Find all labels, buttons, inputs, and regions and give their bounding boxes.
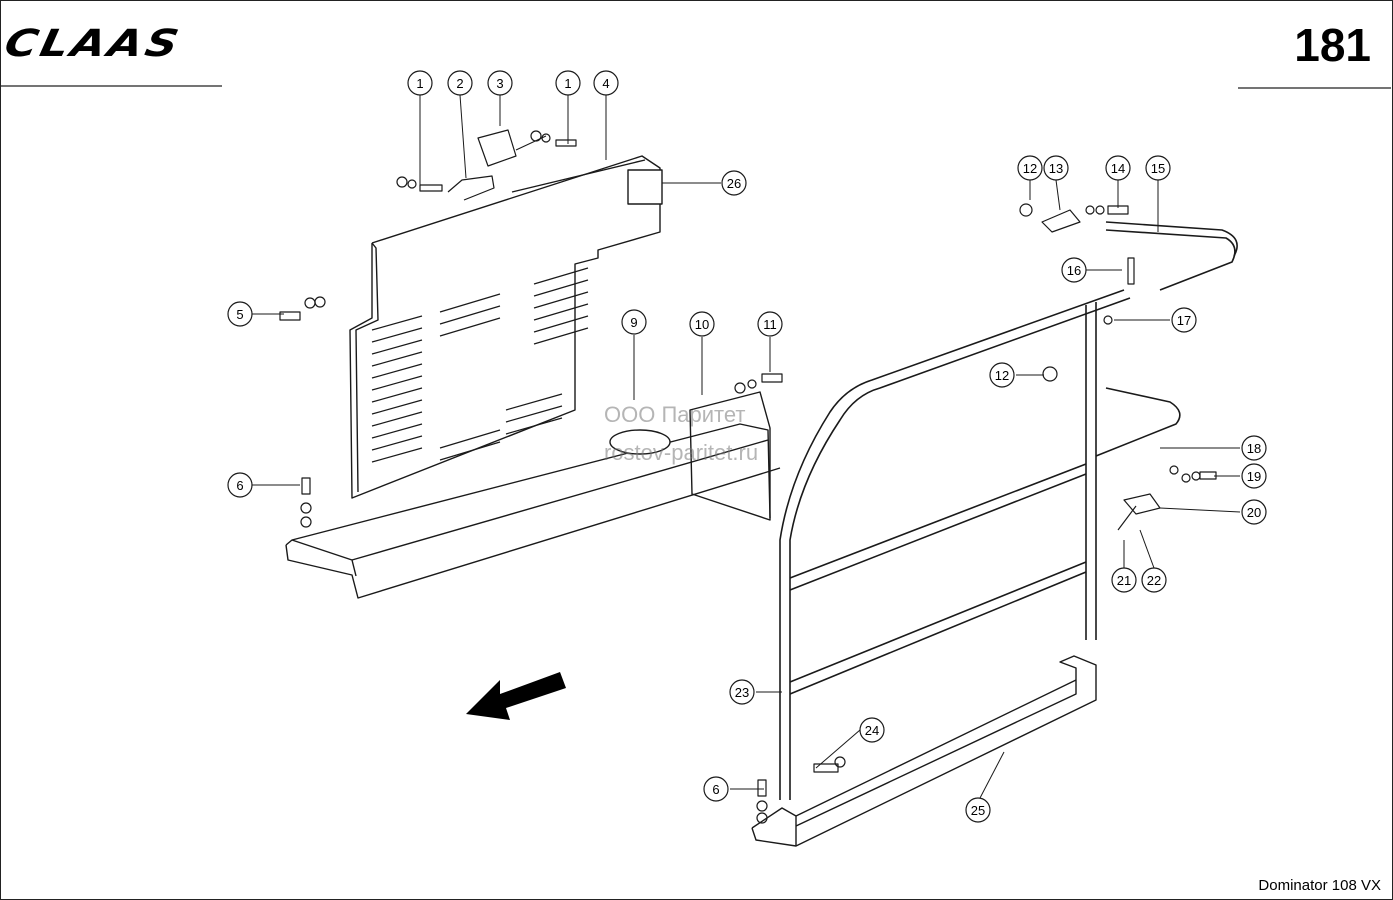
callout-22: 22	[1141, 567, 1167, 593]
leader-lines	[252, 94, 1241, 799]
svg-text:14: 14	[1111, 161, 1125, 176]
lower-rail	[751, 655, 1097, 847]
svg-text:18: 18	[1247, 441, 1261, 456]
svg-text:2: 2	[456, 76, 463, 91]
watermark-website: rostov-paritet.ru	[604, 440, 759, 465]
svg-text:1: 1	[564, 76, 571, 91]
callout-20: 20	[1241, 499, 1267, 525]
svg-text:16: 16	[1067, 263, 1081, 278]
svg-text:13: 13	[1049, 161, 1063, 176]
callout-25: 25	[965, 797, 991, 823]
callout-10: 10	[689, 311, 715, 337]
svg-text:5: 5	[236, 307, 243, 322]
svg-text:9: 9	[630, 315, 637, 330]
callout-2: 2	[447, 70, 473, 96]
callout-24: 24	[859, 717, 885, 743]
svg-text:25: 25	[971, 803, 985, 818]
page-number: 181	[1294, 19, 1371, 71]
guard-frame	[779, 221, 1238, 800]
svg-text:3: 3	[496, 76, 503, 91]
callout-11: 11	[757, 311, 783, 337]
callout-6a: 6	[227, 472, 253, 498]
callout-19: 19	[1241, 463, 1267, 489]
svg-text:6: 6	[236, 478, 243, 493]
callout-26: 26	[721, 170, 747, 196]
mounting-plate	[609, 391, 771, 521]
side-panel	[349, 155, 663, 499]
callout-23: 23	[729, 679, 755, 705]
svg-text:26: 26	[727, 176, 741, 191]
callout-14: 14	[1105, 155, 1131, 181]
callout-12a: 12	[1017, 155, 1043, 181]
svg-text:11: 11	[763, 317, 777, 332]
svg-text:23: 23	[735, 685, 749, 700]
hardware	[279, 129, 1217, 824]
arrow-icon	[466, 672, 566, 720]
callout-1b: 1	[555, 70, 581, 96]
callout-5: 5	[227, 301, 253, 327]
svg-text:22: 22	[1147, 573, 1161, 588]
svg-text:1: 1	[416, 76, 423, 91]
svg-text:10: 10	[695, 317, 709, 332]
callout-6b: 6	[703, 776, 729, 802]
svg-text:19: 19	[1247, 469, 1261, 484]
svg-text:6: 6	[712, 782, 719, 797]
svg-text:12: 12	[995, 368, 1009, 383]
callout-17: 17	[1171, 307, 1197, 333]
svg-text:17: 17	[1177, 313, 1191, 328]
base-channel	[285, 423, 781, 599]
callout-1a: 1	[407, 70, 433, 96]
callout-16: 16	[1061, 257, 1087, 283]
svg-text:21: 21	[1117, 573, 1131, 588]
watermark-company: ООО Паритет	[604, 402, 746, 427]
callout-9: 9	[621, 309, 647, 335]
svg-text:15: 15	[1151, 161, 1165, 176]
svg-text:12: 12	[1023, 161, 1037, 176]
callout-15: 15	[1145, 155, 1171, 181]
model-label: Dominator 108 VX	[1258, 877, 1381, 894]
callout-4: 4	[593, 70, 619, 96]
callout-18: 18	[1241, 435, 1267, 461]
callout-3: 3	[487, 70, 513, 96]
callout-12b: 12	[989, 362, 1015, 388]
callout-21: 21	[1111, 567, 1137, 593]
svg-text:24: 24	[865, 723, 879, 738]
svg-text:4: 4	[602, 76, 609, 91]
svg-text:20: 20	[1247, 505, 1261, 520]
callout-13: 13	[1043, 155, 1069, 181]
